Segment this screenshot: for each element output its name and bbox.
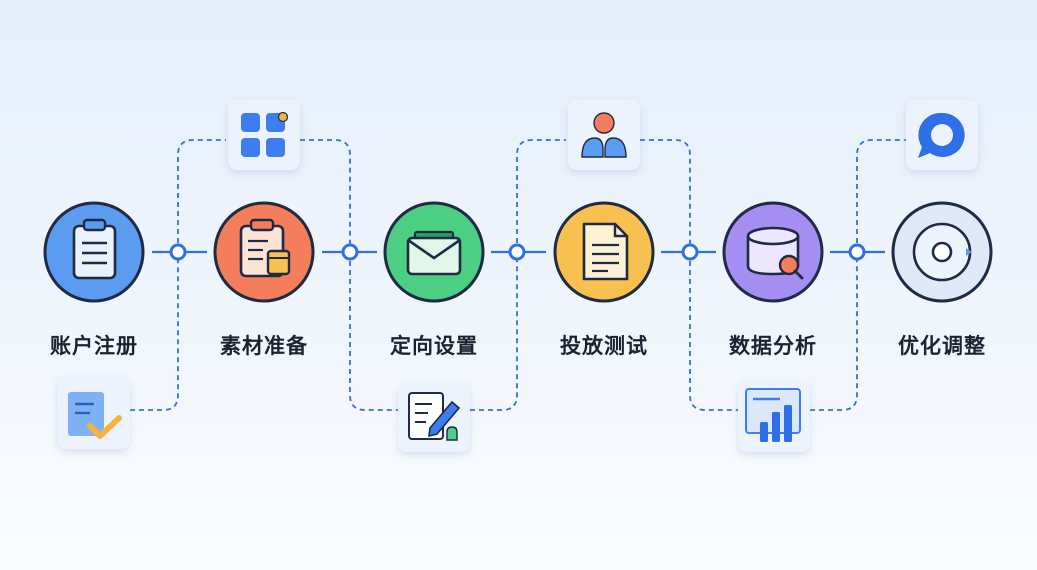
dashed-connector-lower-2 (349, 252, 398, 411)
dashed-connector-upper-2b (640, 139, 691, 252)
step-label-6: 优化调整 (898, 334, 986, 358)
clipboard-icon (72, 218, 117, 280)
user-group-icon (581, 112, 627, 158)
step-2-circle (213, 201, 315, 303)
step-label-5: 数据分析 (729, 334, 817, 358)
edit-document-icon (408, 392, 461, 441)
step-label-1: 账户注册 (50, 334, 138, 358)
dashed-connector-lower-3b (810, 252, 858, 411)
database-search-icon (746, 226, 804, 280)
sub-card-4 (568, 100, 640, 170)
dashed-connector-upper-1b (300, 139, 351, 252)
step-label-3: 定向设置 (390, 334, 478, 358)
dashed-connector-upper-3 (856, 139, 906, 252)
bar-chart-report-icon (745, 388, 801, 442)
document-check-icon (68, 392, 122, 439)
envelope-icon (406, 230, 462, 276)
connector-node-5 (848, 243, 866, 261)
dashed-connector-lower-3 (689, 252, 738, 411)
connector-nodes (169, 243, 866, 261)
dashed-connector-lower-1 (130, 252, 179, 411)
dashed-connectors (130, 139, 906, 411)
target-icon (912, 222, 972, 282)
step-3-circle (383, 201, 485, 303)
dashed-connector-lower-2b (470, 252, 518, 411)
step-4-circle (553, 201, 655, 303)
step-5-circle (722, 201, 824, 303)
connector-node-4 (681, 243, 699, 261)
material-clipboard-icon (239, 218, 291, 278)
connector-node-3 (508, 243, 526, 261)
step-6-circle (891, 201, 993, 303)
step-label-2: 素材准备 (220, 334, 308, 358)
document-icon (582, 222, 629, 281)
chat-bubble-icon (918, 112, 965, 158)
dashed-connector-upper-2 (516, 139, 566, 252)
step-label-4: 投放测试 (560, 334, 648, 358)
step-1-circle (43, 201, 145, 303)
dashed-connector-upper-1 (177, 139, 226, 252)
app-grid-icon (241, 111, 289, 157)
connector-node-2 (341, 243, 359, 261)
sub-card-2 (228, 100, 300, 170)
connector-node-1 (169, 243, 187, 261)
